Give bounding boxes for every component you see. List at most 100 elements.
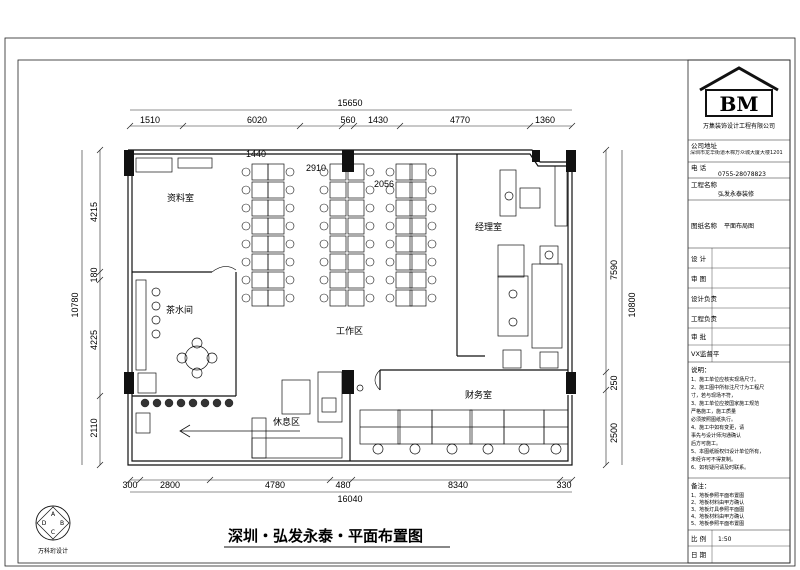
scale-label: 比 例	[691, 534, 706, 543]
dim-tick	[96, 392, 104, 400]
chair	[427, 293, 437, 303]
desk	[251, 217, 269, 235]
desk	[395, 271, 413, 289]
desk	[329, 181, 347, 199]
chair	[385, 167, 395, 177]
desk	[329, 271, 347, 289]
room-label-finance: 财务室	[465, 389, 492, 401]
chair	[365, 203, 375, 213]
dim-bottom-total: 16040	[337, 494, 362, 504]
desk	[329, 199, 347, 217]
dim-top-total: 15650	[337, 98, 362, 108]
note-line: 后方可施工。	[691, 440, 721, 447]
stamp-letter-a: A	[51, 511, 56, 518]
misc-furniture	[135, 157, 364, 459]
desk	[395, 289, 413, 307]
project-label: 工程名称	[691, 180, 718, 189]
desk	[267, 217, 285, 235]
plant-icon	[176, 398, 186, 408]
chair	[285, 257, 295, 267]
chair	[385, 239, 395, 249]
designer-stamp-icon: A B C D 万科珩设计	[35, 505, 71, 555]
chair	[241, 275, 251, 285]
note-line: 2、施工图中所标注尺寸为工程尺	[691, 384, 764, 391]
dim-bot-seg-4: 480	[335, 480, 350, 490]
note-line: 1、施工单位应核实现场尺寸。	[691, 376, 759, 383]
scale-value: 1:50	[718, 536, 732, 543]
dim-tick	[396, 122, 404, 130]
remark-line: 5、地板参照平面布置图	[691, 520, 744, 527]
chair	[365, 293, 375, 303]
company-name: 万集装饰设计工程有限公司	[703, 122, 775, 130]
desk	[395, 163, 413, 181]
plant-icon	[152, 398, 162, 408]
notes-list: 1、施工单位应核实现场尺寸。2、施工图中所标注尺寸为工程尺 寸，若与现场不符，3…	[691, 376, 764, 471]
chair	[241, 167, 251, 177]
title-block: BM 万集装饰设计工程有限公司 公司地址 深圳市龙华街道木棉万众城大厦大楼120…	[687, 59, 791, 564]
desk	[267, 253, 285, 271]
desk	[267, 181, 285, 199]
desk	[395, 181, 413, 199]
plant-icon	[140, 398, 150, 408]
room-label-tea: 茶水间	[166, 304, 193, 316]
stamp-letter-c: C	[51, 529, 55, 536]
chair	[319, 257, 329, 267]
desk	[409, 235, 427, 253]
chair	[285, 203, 295, 213]
remark-line: 3、地板灯具参照平面图	[691, 506, 744, 513]
date-label: 日 期	[691, 551, 707, 559]
dim-left-seg-3: 4225	[89, 330, 99, 350]
remark-line: 4、地板材料由甲方确认	[691, 513, 744, 520]
dim-tick	[126, 476, 134, 484]
dim-inner-3: 2056	[374, 179, 394, 189]
note-line: 4、施工中如有变更，请	[691, 424, 744, 431]
drawing-value: 平面布局图	[724, 222, 754, 230]
note-line: 6、如有疑问请及时联系。	[691, 464, 749, 471]
chair	[427, 167, 437, 177]
desk	[329, 163, 347, 181]
chair	[427, 239, 437, 249]
desk	[409, 217, 427, 235]
desk	[347, 217, 365, 235]
desk	[267, 235, 285, 253]
columns	[124, 150, 576, 394]
desk	[409, 289, 427, 307]
dim-tick	[179, 122, 187, 130]
chair	[319, 203, 329, 213]
remarks-list: 1、地板参照平面布置图2、地板材料由甲方确认3、地板灯具参照平面图4、地板材料由…	[691, 492, 744, 527]
dim-tick	[602, 461, 610, 469]
chair	[241, 185, 251, 195]
chair	[319, 185, 329, 195]
notes-title: 说明：	[691, 365, 711, 374]
chair	[241, 239, 251, 249]
desk	[251, 271, 269, 289]
desk	[347, 271, 365, 289]
plant-icon	[200, 398, 210, 408]
dim-top-seg-4: 1430	[368, 115, 388, 125]
desk	[251, 253, 269, 271]
desk	[395, 253, 413, 271]
room-label-manager: 经理室	[475, 221, 502, 233]
chair	[365, 239, 375, 249]
stamp-text: 万科珩设计	[38, 547, 68, 555]
chair	[427, 203, 437, 213]
dim-tick	[338, 122, 346, 130]
desk	[409, 181, 427, 199]
plant-icon	[212, 398, 222, 408]
desk	[251, 181, 269, 199]
chair	[385, 221, 395, 231]
dim-tick	[326, 476, 334, 484]
chair	[241, 203, 251, 213]
desk	[267, 271, 285, 289]
desk	[329, 217, 347, 235]
desk	[347, 199, 365, 217]
remark-line: 2、地板材料由甲方确认	[691, 499, 744, 506]
desk	[409, 271, 427, 289]
desk	[329, 253, 347, 271]
row-design-lead: 设计负责	[691, 294, 718, 303]
dim-tick	[96, 461, 104, 469]
phone-value: 0755-28078823	[718, 171, 766, 178]
chair	[427, 221, 437, 231]
row-review: 审 图	[691, 274, 706, 283]
dim-tick	[126, 122, 134, 130]
